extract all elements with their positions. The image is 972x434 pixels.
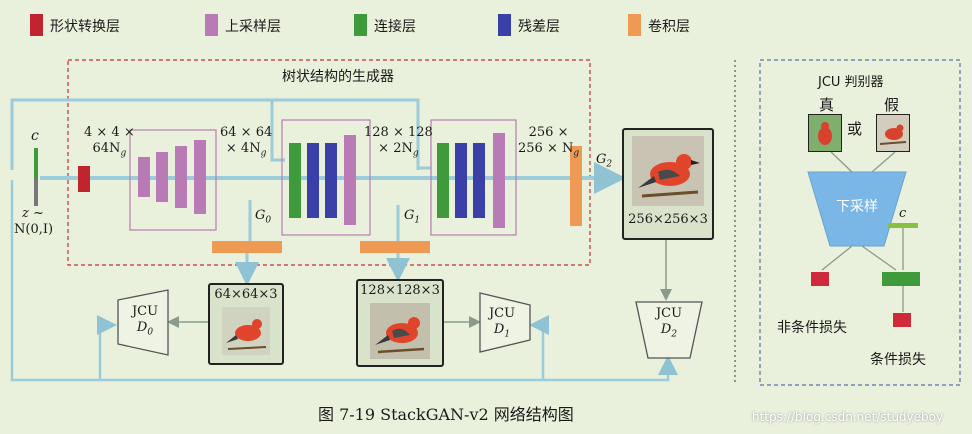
legend-label-concat: 连接层: [374, 19, 416, 35]
g1-conv-layer: [360, 241, 430, 253]
skip-line-top: [10, 98, 420, 170]
condition-return-line: [10, 180, 678, 382]
cond-loss-label: 条件损失: [870, 352, 926, 368]
bird-image-128: [370, 303, 430, 359]
cond-output-concat: [882, 272, 920, 286]
stage3-dims: 128 × 128 × 2Ng: [364, 125, 433, 159]
figure-caption: 图 7-19 StackGAN-v2 网络结构图: [318, 405, 574, 424]
real-bird-image: [808, 114, 842, 152]
skip-to-stage2: [270, 100, 285, 162]
g1-label: G1: [404, 208, 421, 226]
discriminator-d2-label: JCU D2: [655, 306, 683, 340]
jcu-panel-border: [759, 59, 961, 386]
input-z-label: z ~: [22, 206, 44, 221]
input-z-bar: [34, 178, 38, 206]
cond-output: [893, 313, 911, 327]
watermark: https://blog.csdn.net/studyeboy: [752, 410, 944, 424]
discriminator-d1-shape: [479, 292, 531, 353]
legend-label-upsample: 上采样层: [225, 19, 281, 35]
input-c-label: c: [31, 128, 39, 144]
legend-swatch-conv: [628, 14, 641, 36]
output-image-256-box: 256×256×3: [622, 128, 714, 240]
uncond-output: [811, 272, 829, 286]
or-label: 或: [847, 120, 863, 138]
uncond-loss-label: 非条件损失: [777, 320, 847, 336]
discriminator-d0-shape: [117, 289, 169, 356]
bird-image-256: [632, 136, 704, 206]
generator-region: [67, 59, 591, 266]
legend-swatch-reshape: [30, 14, 43, 36]
downsample-trapezoid: [807, 171, 907, 247]
jcu-panel-title: JCU 判别器: [818, 75, 884, 90]
discriminator-d1-label: JCU D1: [488, 306, 516, 340]
generator-title: 树状结构的生成器: [282, 69, 394, 85]
legend-swatch-upsample: [205, 14, 218, 36]
output-image-128-box: 128×128×3: [356, 279, 444, 367]
condition-c-bar: [888, 223, 918, 228]
g0-label: G0: [255, 208, 272, 226]
fake-bird-image: [876, 114, 910, 152]
reshape-layer: [78, 166, 90, 192]
stage2-box: [281, 119, 371, 236]
stage2-dims: 64 × 64 × 4Ng: [220, 125, 273, 159]
bird-image-64: [222, 307, 270, 355]
output-image-128-label: 128×128×3: [360, 283, 440, 298]
input-dist-label: N(0,I): [14, 222, 54, 237]
condition-c-label: c: [899, 206, 907, 221]
downsample-label: 下采样: [836, 199, 878, 215]
stage4-dims: 256 × 256 × Ng: [518, 125, 580, 159]
legend-label-reshape: 形状转换层: [50, 19, 120, 35]
discriminator-d2-shape: [635, 301, 703, 359]
stage3-box: [430, 119, 517, 236]
g2-label: G2: [596, 152, 613, 170]
output-image-64-label: 64×64×3: [214, 287, 278, 302]
g0-conv-layer: [212, 241, 282, 253]
skip-to-stage3: [416, 166, 431, 170]
stage1-box: [129, 129, 217, 231]
legend-swatch-concat: [354, 14, 367, 36]
discriminator-d0-label: JCU D0: [131, 304, 159, 338]
legend-label-conv: 卷积层: [648, 19, 690, 35]
real-label: 真: [819, 96, 835, 114]
stage1-dims: 4 × 4 × 64Ng: [84, 125, 135, 159]
final-conv-layer: [570, 146, 582, 226]
output-image-256-label: 256×256×3: [628, 212, 708, 227]
output-image-64-box: 64×64×3: [208, 283, 284, 365]
legend-swatch-residual: [498, 14, 511, 36]
fake-label: 假: [884, 96, 900, 114]
input-c-bar: [34, 148, 38, 178]
legend-label-residual: 残差层: [518, 19, 560, 35]
